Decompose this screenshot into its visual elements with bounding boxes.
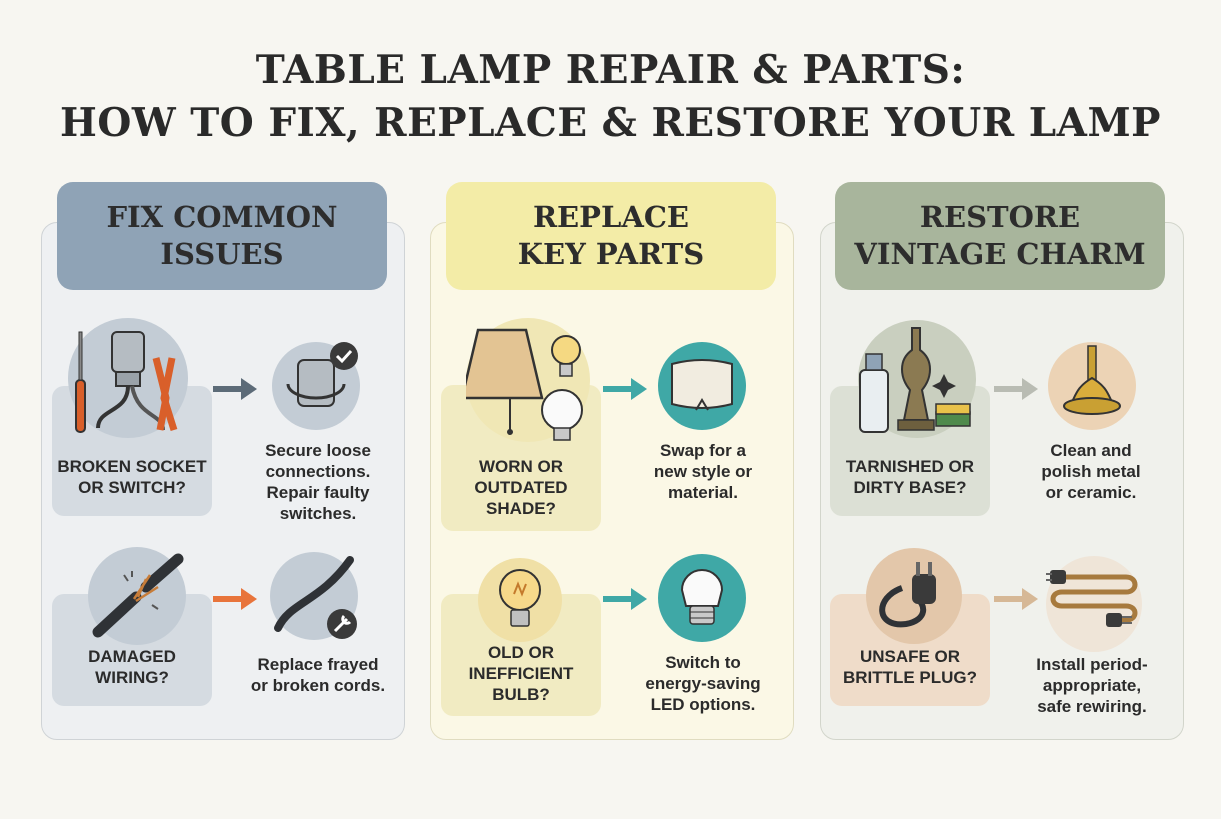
old-plug-icon — [866, 548, 962, 644]
arrow-right-icon — [213, 587, 257, 611]
rewired-plug-icon — [1046, 556, 1142, 652]
arrow-right-icon — [213, 377, 257, 401]
title-line-1: TABLE LAMP REPAIR & PARTS: — [255, 47, 966, 93]
arrow-right-icon — [994, 587, 1038, 611]
socket-check-icon — [272, 342, 360, 430]
new-shade-icon — [658, 342, 746, 430]
lamp-shade-bulb-icon — [466, 318, 590, 442]
led-bulb-icon — [658, 554, 746, 642]
cleaning-supplies-icon — [858, 320, 976, 438]
solution-text: Install period-appropriate,safe rewiring… — [1036, 655, 1148, 716]
incandescent-bulb-icon — [478, 558, 562, 642]
title-line-2: HOW TO FIX, REPLACE & RESTORE YOUR LAMP — [60, 100, 1161, 146]
polished-base-icon — [1048, 342, 1136, 430]
socket-tools-icon — [68, 318, 188, 438]
arrow-right-icon — [603, 587, 647, 611]
arrow-right-icon — [603, 377, 647, 401]
arrow-right-icon — [994, 377, 1038, 401]
cord-wrench-icon — [270, 552, 358, 640]
page-title: TABLE LAMP REPAIR & PARTS: HOW TO FIX, R… — [0, 44, 1221, 150]
frayed-wire-icon — [88, 547, 186, 645]
